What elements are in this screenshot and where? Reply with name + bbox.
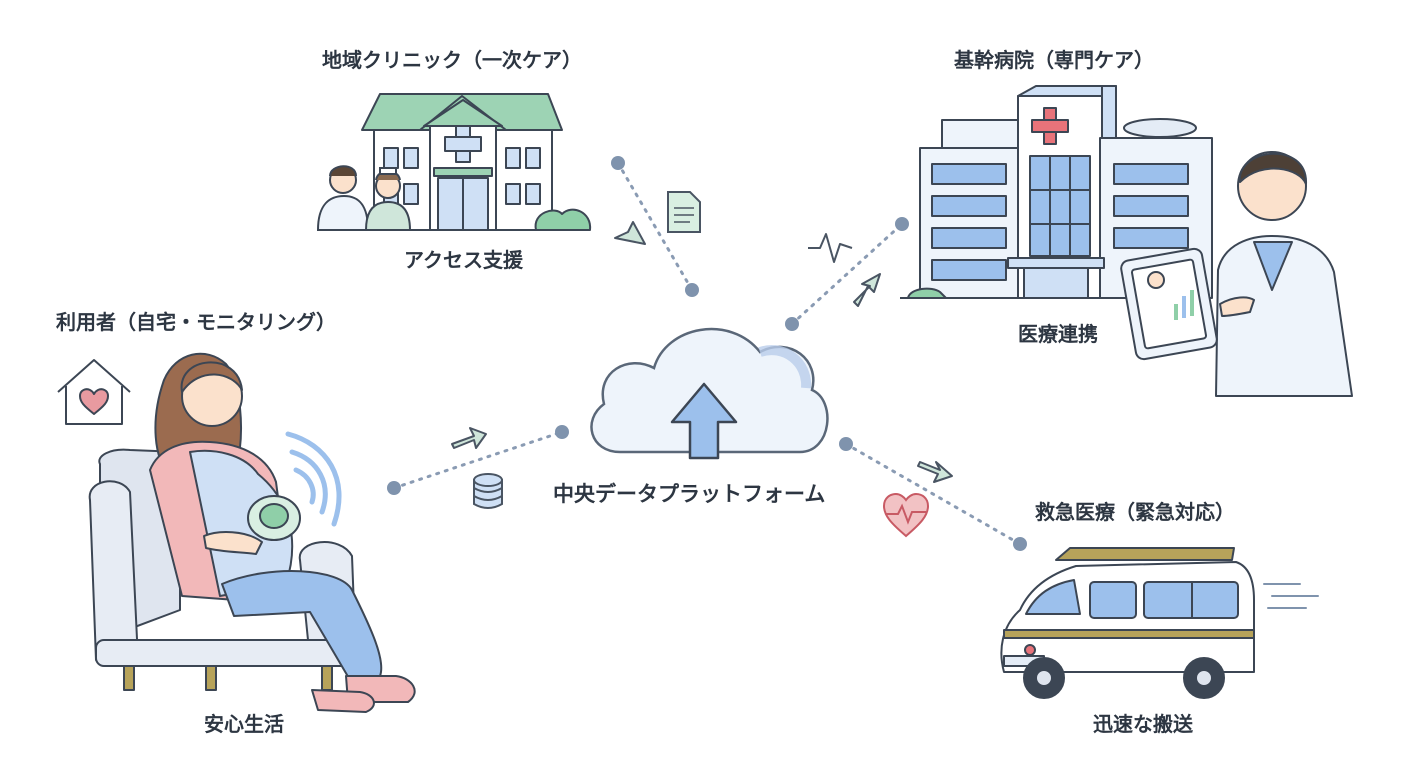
user-title: 利用者（自宅・モニタリング） (56, 310, 336, 334)
clinic-title: 地域クリニック（一次ケア） (322, 48, 582, 72)
hospital-title: 基幹病院（専門ケア） (954, 48, 1154, 72)
platform-title: 中央データプラットフォーム (553, 482, 826, 506)
connector-clinic (616, 161, 694, 292)
signal-waves-icon (285, 431, 342, 527)
database-icon (473, 473, 503, 509)
clinic-building (361, 93, 592, 231)
user-caption: 安心生活 (204, 712, 284, 736)
connector-user (392, 430, 564, 490)
pulse-icon (808, 233, 853, 263)
ems-title: 救急医療（緊急対応） (1035, 500, 1235, 524)
arrow-icon (451, 427, 487, 449)
heart-pulse-icon (882, 492, 930, 538)
speed-lines-icon (1263, 583, 1319, 609)
upload-arrow-icon (670, 382, 738, 460)
connector-hospital (790, 222, 904, 326)
connector-dot (785, 317, 799, 331)
arrow-icon (853, 273, 881, 307)
connector-dot (1013, 537, 1027, 551)
home-heart-icon (57, 359, 131, 425)
connector-dot (685, 283, 699, 297)
ems-caption: 迅速な搬送 (1093, 712, 1193, 736)
nurse-figure (364, 167, 412, 231)
connector-dot (895, 217, 909, 231)
monitor-device-icon (247, 495, 301, 541)
arrow-icon (917, 461, 953, 483)
connector-dot (839, 437, 853, 451)
arrow-icon (614, 221, 646, 245)
clinic-caption: アクセス支援 (404, 248, 523, 272)
person-user (149, 352, 416, 713)
ambulance (1000, 547, 1255, 699)
tablet-icon (1120, 247, 1218, 361)
connector-dot (387, 481, 401, 495)
connector-dot (611, 156, 625, 170)
connector-ems (844, 442, 1022, 546)
doctor-figure (316, 165, 370, 231)
hospital-caption: 医療連携 (1018, 322, 1098, 346)
doctor-with-tablet (1120, 151, 1353, 397)
document-icon (667, 191, 701, 233)
connector-dot (555, 425, 569, 439)
